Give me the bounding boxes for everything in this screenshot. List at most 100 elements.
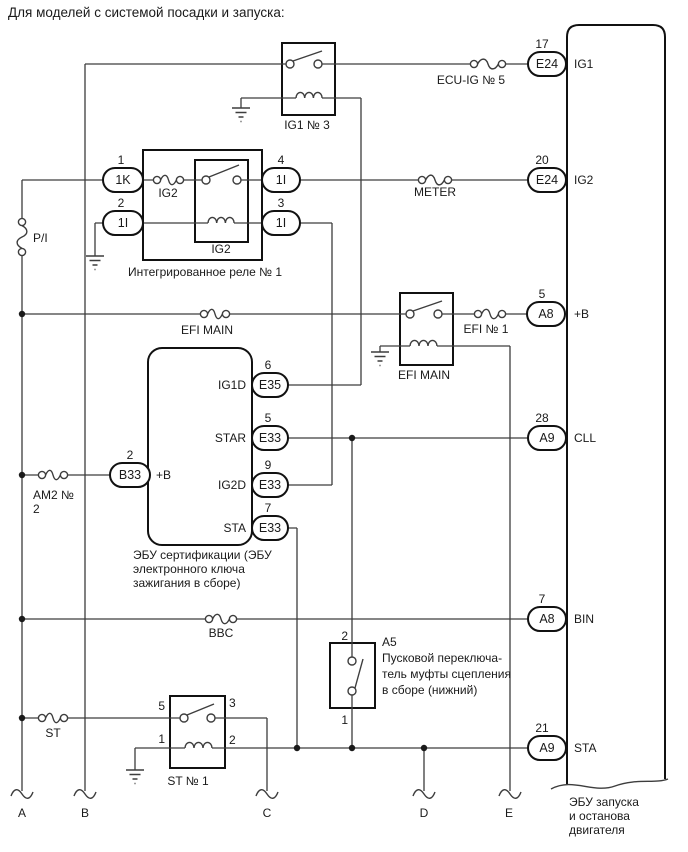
main-ecu-pin21-connector: A9 <box>539 741 554 755</box>
switch-and-coil-symbols <box>179 50 443 749</box>
diagram-title: Для моделей с системой посадки и запуска… <box>8 5 285 20</box>
main-ecu-pin28-connector: A9 <box>539 431 554 445</box>
break-icon-d <box>412 789 436 799</box>
integrated-pin4-number: 4 <box>278 153 285 167</box>
relay-st-no1-box <box>169 695 226 769</box>
ground-icon-integrated-relay <box>86 255 104 271</box>
connector-e35-label: E35 <box>259 378 281 392</box>
main-ecu-caption-line2: и останова <box>569 809 630 823</box>
main-ecu-pin17-number: 17 <box>535 37 549 51</box>
cert-signal-sta: STA <box>224 521 246 535</box>
main-ecu-pin20-connector: E24 <box>536 173 558 187</box>
cert-signal-star: STAR <box>215 431 246 445</box>
connector-1i-pin4-label: 1I <box>276 173 286 187</box>
break-icon-a <box>10 789 34 799</box>
ig2-relay-coil-icon <box>207 216 235 224</box>
fuse-meter-label: METER <box>414 185 456 199</box>
fuse-ecu-ig-label: ECU-IG № 5 <box>437 73 506 87</box>
fuse-am2-label-line2: 2 <box>33 502 40 516</box>
fuse-efi-no1-icon <box>473 308 507 320</box>
break-icon-c <box>255 789 279 799</box>
connector-1i-pin4-oval <box>261 167 301 193</box>
connector-1i-pin3-label: 1I <box>276 216 286 230</box>
relay-ig1-no3-switch-icon <box>285 50 323 99</box>
connector-letter-a: A <box>18 806 26 820</box>
relay-efi-main-switch-icon <box>405 300 443 347</box>
cert-pin6-number: 6 <box>265 358 272 372</box>
ground-icon-efi-main <box>371 351 389 367</box>
relay-efi-main-caption: EFI MAIN <box>398 368 450 382</box>
cert-signal-plusb: +B <box>156 468 171 482</box>
cert-pin7-number: 7 <box>265 501 272 515</box>
main-ecu-pin20-number: 20 <box>535 153 549 167</box>
connector-ovals <box>102 51 567 761</box>
integrated-pin3-number: 3 <box>278 196 285 210</box>
connector-a8-bin-oval <box>527 606 567 632</box>
component-boxes <box>142 24 669 790</box>
main-ecu-signal-plusb: +B <box>574 307 589 321</box>
cert-ecu-caption-line3: зажигания в сборе) <box>133 576 240 590</box>
wires <box>21 63 528 791</box>
connector-letter-e: E <box>505 806 513 820</box>
connector-e33-star-oval <box>251 425 289 451</box>
connector-e33-ig2d-oval <box>251 472 289 498</box>
connector-1i-pin2-oval <box>102 210 144 236</box>
integrated-pin2-number: 2 <box>118 196 125 210</box>
fuse-am2-icon <box>37 469 69 481</box>
fuse-am2-label-line1: AM2 № <box>33 488 74 502</box>
cert-pin2-number: 2 <box>127 448 134 462</box>
relay-st-no1-caption: ST № 1 <box>167 774 209 788</box>
ground-icon-ig1-no3 <box>232 107 250 123</box>
relay-st-no1-switch-icon <box>179 703 216 749</box>
st-relay-pin2-number: 2 <box>229 733 236 747</box>
ground-icon-st-no1 <box>126 769 144 785</box>
ig2-relay-switch-icon <box>201 164 242 224</box>
connector-letter-b: B <box>81 806 89 820</box>
relay-ig1-no3-box <box>281 42 336 116</box>
main-ecu-caption-line1: ЭБУ запуска <box>569 795 639 809</box>
connector-1k-oval <box>102 167 144 193</box>
main-ecu-caption-line3: двигателя <box>569 823 625 837</box>
fuse-bbc-label: BBC <box>209 626 234 640</box>
cert-ecu-box <box>147 347 253 546</box>
clutch-switch-desc-line3: в сборе (нижний) <box>382 683 477 697</box>
cert-pin5-number: 5 <box>265 411 272 425</box>
st-relay-pin1-number: 1 <box>158 732 165 746</box>
st-relay-pin5-number: 5 <box>158 699 165 713</box>
wire-segments <box>21 63 528 791</box>
connector-e35-oval <box>251 372 289 398</box>
main-ecu-pin5-number: 5 <box>539 287 546 301</box>
fuse-ecu-ig-icon <box>469 58 507 70</box>
main-ecu-pin17-connector: E24 <box>536 57 558 71</box>
fuse-pi-icon <box>16 217 28 257</box>
fuse-efi-no1-label: EFI № 1 <box>464 322 509 336</box>
clutch-switch-pin2-number: 2 <box>341 629 348 643</box>
cert-pin9-number: 9 <box>265 458 272 472</box>
ig2-relay-box <box>194 159 249 243</box>
cert-signal-ig2d: IG2D <box>218 478 246 492</box>
connector-e33-ig2d-label: E33 <box>259 478 281 492</box>
connector-1i-pin2-label: 1I <box>118 216 128 230</box>
main-ecu-signal-bin: BIN <box>574 612 594 626</box>
connector-e24-ig2-oval <box>527 167 567 193</box>
connector-e33-sta-label: E33 <box>259 521 281 535</box>
connector-letter-c: C <box>263 806 272 820</box>
fuse-pi-label: P/I <box>33 231 48 245</box>
main-ecu-signal-cll: CLL <box>574 431 596 445</box>
main-ecu-signal-ig1: IG1 <box>574 57 594 71</box>
integrated-pin1-number: 1 <box>118 153 125 167</box>
connector-b33-oval <box>109 462 151 488</box>
fuse-efi-main-icon <box>199 308 231 320</box>
fuse-st-label: ST <box>45 726 61 740</box>
st-relay-pin3-number: 3 <box>229 696 236 710</box>
main-ecu-pin28-number: 28 <box>535 411 549 425</box>
relay-efi-main-box <box>399 292 454 366</box>
relay-st-no1-coil-icon <box>184 741 213 749</box>
connector-a9-cll-oval <box>527 425 567 451</box>
relay-ig1-no3-coil-icon <box>295 91 323 99</box>
fuse-ig2-label: IG2 <box>158 186 178 200</box>
main-ecu-pin7-number: 7 <box>539 592 546 606</box>
connector-e24-ig1-oval <box>527 51 567 77</box>
cert-ecu-caption-line2: электронного ключа <box>133 562 245 576</box>
fuse-efi-main-label: EFI MAIN <box>181 323 233 337</box>
